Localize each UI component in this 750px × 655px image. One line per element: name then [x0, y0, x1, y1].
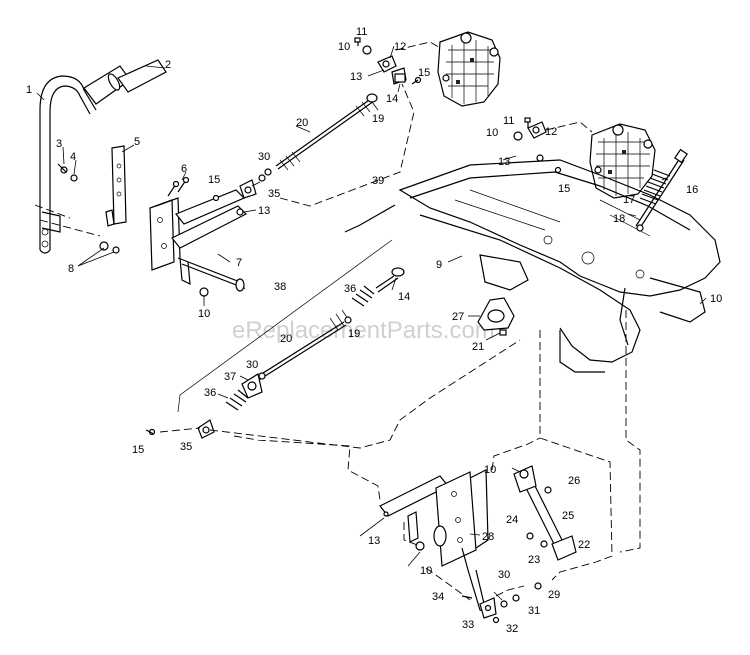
connection-lines — [209, 310, 641, 601]
callout-27: 27 — [452, 311, 464, 323]
callout-3: 3 — [56, 138, 62, 150]
callout-39: 39 — [372, 175, 384, 187]
upper-control-rod — [239, 73, 406, 199]
callout-26: 26 — [568, 475, 580, 487]
hydro-pump-lower — [589, 123, 656, 199]
callout-30: 30 — [258, 151, 270, 163]
callout-2: 2 — [165, 59, 171, 71]
callout-10: 10 — [198, 308, 210, 320]
callout-22: 22 — [578, 539, 590, 551]
callout-5: 5 — [134, 136, 140, 148]
callout-14b: 14 — [398, 291, 410, 303]
callout-36: 36 — [344, 283, 356, 295]
callout-15c: 15 — [558, 183, 570, 195]
spring-assembly — [635, 148, 688, 232]
callout-10e: 10 — [484, 464, 496, 476]
callout-33: 33 — [462, 619, 474, 631]
pivot-plate — [149, 176, 248, 297]
callout-4: 4 — [70, 151, 76, 163]
callout-23: 23 — [528, 554, 540, 566]
callout-35: 35 — [268, 188, 280, 200]
control-handle — [34, 59, 167, 254]
damper-assembly — [513, 465, 577, 590]
callout-29: 29 — [548, 589, 560, 601]
callout-24: 24 — [506, 514, 518, 526]
callout-19b: 19 — [348, 328, 360, 340]
callout-15d: 15 — [132, 444, 144, 456]
callout-19: 19 — [372, 113, 384, 125]
left-hardware — [57, 163, 120, 254]
lower-pivot — [145, 419, 215, 439]
callout-9: 9 — [436, 259, 442, 271]
pump-arm-lower — [513, 117, 593, 174]
leader-lines — [36, 45, 707, 601]
callout-8: 8 — [68, 263, 74, 275]
callout-10f: 10 — [420, 565, 432, 577]
callout-30c: 30 — [498, 569, 510, 581]
callout-15b: 15 — [418, 67, 430, 79]
callout-14: 14 — [386, 93, 398, 105]
callout-37: 37 — [224, 371, 236, 383]
callout-11b: 11 — [503, 115, 514, 127]
callout-31: 31 — [528, 605, 540, 617]
hydro-pump-upper — [437, 31, 501, 107]
pillow-block — [477, 297, 515, 336]
callout-13b: 13 — [350, 71, 362, 83]
callout-36b: 36 — [204, 387, 216, 399]
callout-labels: 1 2 3 4 5 6 7 8 10 15 13 35 30 20 19 39 … — [26, 26, 722, 635]
callout-13d: 13 — [368, 535, 380, 547]
callout-28: 28 — [482, 531, 494, 543]
callout-13c: 13 — [498, 156, 510, 168]
callout-25: 25 — [562, 510, 574, 522]
leader-39 — [279, 83, 415, 207]
mount-bracket — [105, 145, 127, 227]
callout-10d: 10 — [710, 293, 722, 305]
lower-link-leader-38 — [177, 239, 393, 413]
callout-10b: 10 — [338, 41, 350, 53]
callout-20b: 20 — [280, 333, 292, 345]
callout-10c: 10 — [486, 127, 498, 139]
callout-18: 18 — [613, 213, 625, 225]
chassis-frame — [344, 159, 721, 373]
callout-17: 17 — [623, 194, 635, 206]
callout-20: 20 — [296, 117, 308, 129]
callout-12: 12 — [394, 41, 406, 53]
callout-21: 21 — [472, 341, 484, 353]
callout-6: 6 — [181, 163, 187, 175]
lower-control-rod — [225, 267, 405, 411]
callout-38: 38 — [274, 281, 286, 293]
watermark-text: eReplacementParts.com — [232, 317, 495, 344]
callout-7: 7 — [236, 257, 242, 269]
callout-34: 34 — [432, 591, 444, 603]
callout-12b: 12 — [545, 126, 557, 138]
callout-11: 11 — [356, 26, 367, 38]
callout-35b: 35 — [180, 441, 192, 453]
callout-1: 1 — [26, 84, 32, 96]
callout-13: 13 — [258, 205, 270, 217]
callout-16: 16 — [686, 184, 698, 196]
lower-control-arm — [379, 469, 520, 624]
callout-15: 15 — [208, 174, 220, 186]
callout-30b: 30 — [246, 359, 258, 371]
callout-32: 32 — [506, 623, 518, 635]
